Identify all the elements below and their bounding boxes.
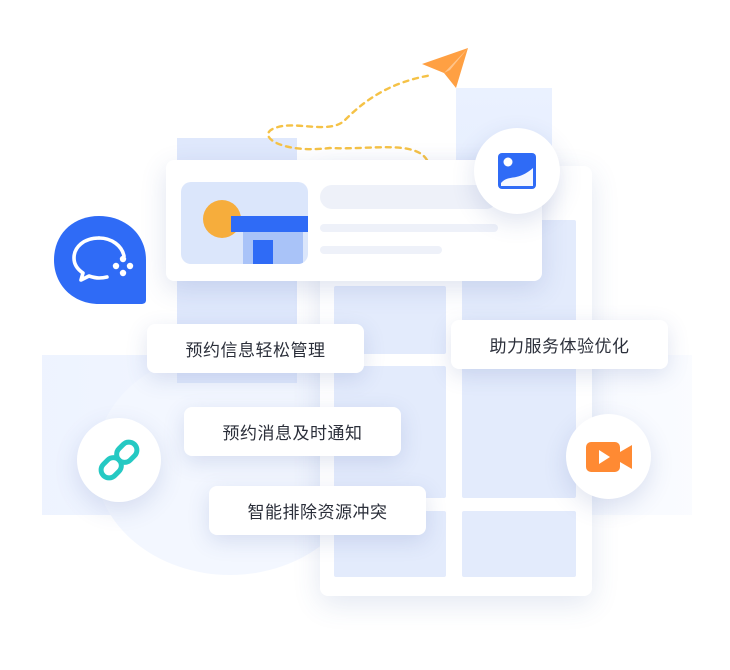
paper-plane-icon (422, 48, 468, 88)
feature-appointment-info: 预约信息轻松管理 (147, 324, 364, 373)
wecom-chat-icon (54, 216, 146, 304)
link-icon (98, 439, 140, 481)
image-bubble (474, 128, 560, 214)
feature-label: 助力服务体验优化 (489, 337, 630, 357)
feature-service-optimize: 助力服务体验优化 (451, 320, 668, 369)
feature-avoid-conflict: 智能排除资源冲突 (209, 486, 426, 535)
grid-cell (462, 366, 576, 498)
store-card (166, 160, 542, 281)
video-camera-icon (585, 441, 632, 472)
store-door (253, 240, 273, 264)
grid-cell (462, 511, 576, 577)
image-icon (498, 153, 536, 189)
video-bubble (566, 414, 651, 499)
store-thumbnail (181, 182, 308, 264)
feature-label: 智能排除资源冲突 (247, 503, 388, 523)
text-placeholder (320, 246, 442, 254)
text-placeholder (320, 224, 498, 232)
feature-label: 预约信息轻松管理 (185, 341, 326, 361)
link-bubble (77, 418, 161, 502)
text-placeholder (320, 185, 498, 209)
feature-label: 预约消息及时通知 (222, 424, 363, 444)
feature-appointment-notice: 预约消息及时通知 (184, 407, 401, 456)
store-roof (231, 216, 308, 232)
store-wall (243, 232, 303, 264)
